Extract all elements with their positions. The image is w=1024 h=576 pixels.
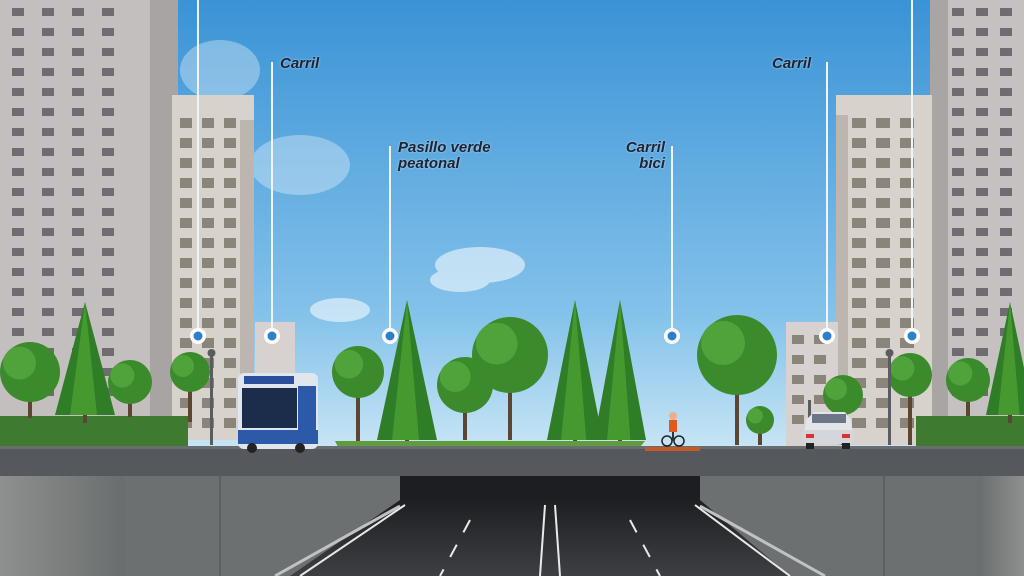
green-corridor-planter: [335, 441, 645, 447]
hedge-right: [916, 416, 1024, 446]
clouds: [180, 40, 525, 322]
tree-icon: [472, 317, 548, 440]
tunnel-road: [290, 500, 790, 576]
guard-rail: [274, 504, 826, 576]
tree-icon: [986, 302, 1024, 423]
tree-icon: [332, 346, 384, 442]
tree-icon: [170, 352, 210, 422]
bus-icon: [238, 373, 318, 453]
marker-icon: [819, 328, 835, 344]
tree-icon: [946, 358, 990, 416]
marker-icon: [664, 328, 680, 344]
label-pasillo-verde-peatonal: Pasillo verde peatonal: [398, 139, 491, 172]
marker-icon: [904, 328, 920, 344]
tree-icon: [697, 315, 777, 445]
wall-left: [0, 476, 125, 576]
tree-icon: [55, 302, 115, 423]
tree-icon: [746, 406, 774, 445]
wall-right: [978, 476, 1024, 576]
callout-lines: [190, 0, 920, 344]
tree-icon: [0, 342, 60, 418]
street-surface: [0, 446, 1024, 476]
tunnel-road-markings: [299, 504, 791, 576]
tree-icon: [888, 353, 932, 445]
marker-icon: [382, 328, 398, 344]
cyclist-icon: [661, 412, 685, 447]
tree-icon: [108, 360, 152, 417]
tunnel-opening: [400, 476, 700, 500]
building-right-tall: [930, 0, 1024, 420]
marker-icon: [190, 328, 206, 344]
hedge-left: [0, 416, 188, 446]
car-icon: [802, 412, 854, 449]
tunnel-side-right: [700, 476, 978, 576]
label-carril-bici: Carril bici: [625, 139, 665, 172]
label-carril-right: Carril: [772, 55, 812, 72]
label-carril-left: Carril: [280, 55, 320, 72]
bike-lane-strip: [645, 447, 700, 451]
marker-icon: [264, 328, 280, 344]
